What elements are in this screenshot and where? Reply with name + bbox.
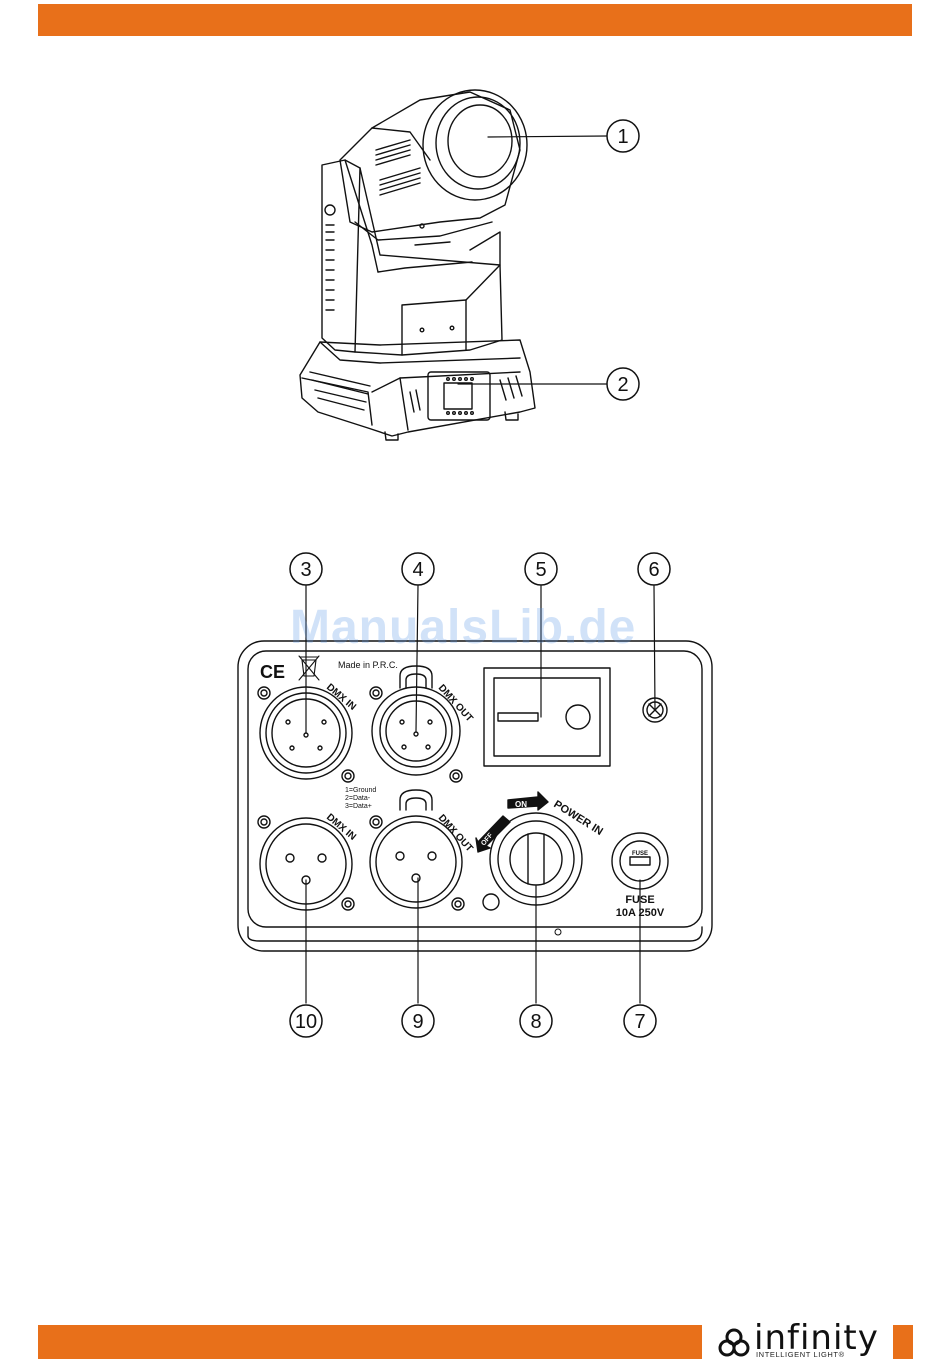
ce-mark: CE [260, 662, 285, 682]
fuse-label: FUSE [625, 894, 654, 906]
callout-4: 4 [412, 559, 423, 581]
dmx-out-5pin-label: DMX OUT [436, 683, 475, 725]
callout-circles [290, 120, 670, 1037]
dmx-out-3pin-connector [370, 790, 464, 910]
brand-logo: infinity INTELLIGENT LIGHT® [716, 1326, 888, 1362]
callout-3: 3 [300, 559, 311, 581]
callout-7: 7 [634, 1011, 645, 1033]
footer-accent-bar-right [893, 1325, 913, 1359]
brand-tagline: INTELLIGENT LIGHT® [756, 1350, 845, 1359]
pin-legend-1: 1=Ground [345, 787, 376, 794]
power-switch [484, 668, 610, 766]
callout-8: 8 [530, 1011, 541, 1033]
dmx-in-3pin-label: DMX IN [324, 812, 358, 843]
callout-5: 5 [535, 559, 546, 581]
callout-6: 6 [648, 559, 659, 581]
made-in-label: Made in P.R.C. [338, 660, 398, 670]
pin-legend-2: 2=Data- [345, 795, 371, 802]
power-in-label: POWER IN [551, 798, 605, 838]
callout-9: 9 [412, 1011, 423, 1033]
on-label: ON [515, 800, 527, 809]
brand-knot-icon [716, 1326, 752, 1360]
callout-10: 10 [295, 1011, 317, 1033]
fuse-cap-label: FUSE [632, 851, 648, 857]
moving-head-fixture [300, 90, 535, 440]
weee-bin-icon [299, 656, 319, 680]
callout-1: 1 [617, 126, 628, 148]
footer-accent-bar [38, 1325, 702, 1359]
callout-leader-lines [306, 136, 655, 1003]
fuse-rating-label: 10A 250V [616, 907, 665, 919]
pin-legend-3: 3=Data+ [345, 803, 372, 810]
watermark: ManualsLib.de [290, 600, 636, 655]
dmx-out-3pin-label: DMX OUT [436, 813, 475, 855]
callout-2: 2 [617, 374, 628, 396]
